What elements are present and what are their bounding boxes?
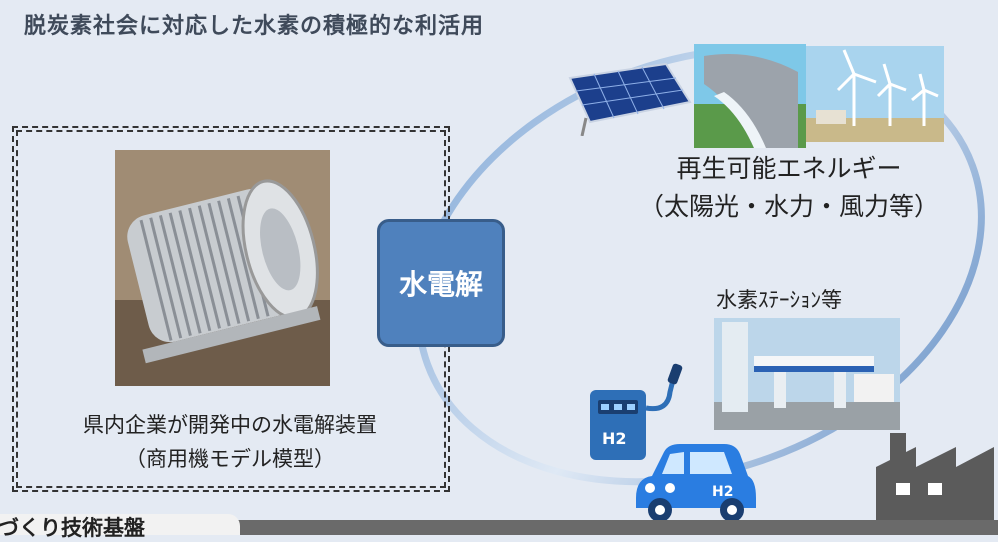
bottom-band [0,520,998,535]
hydrogen-station-photo [714,318,900,430]
renewable-energy-label: 再生可能エネルギー （太陽光・水力・風力等） [604,150,974,226]
device-caption-line2: （商用機モデル模型） [125,447,335,471]
factory-icon [876,433,994,523]
electrolysis-label: 水電解 [398,268,483,301]
page-title: 脱炭素社会に対応した水素の積極的な利活用 [24,14,485,39]
h2-dispenser-icon: H2 [590,363,683,460]
hydrogen-station-label: 水素ｽﾃｰｼｮﾝ等 [716,288,842,312]
wind-turbine-icon [806,46,944,142]
electrolyzer-photo [115,150,330,386]
h2-dispenser-text: H2 [602,429,627,448]
device-caption: 県内企業が開発中の水電解装置 （商用機モデル模型） [18,408,442,476]
solar-panel-icon [568,62,692,136]
renewable-line2: （太陽光・水力・風力等） [638,192,939,221]
renewable-line1: 再生可能エネルギー [676,154,902,183]
electrolysis-box: 水電解 [377,219,505,347]
car-h2-text: H2 [712,484,733,500]
fuel-cell-car-icon: H2 [636,444,756,522]
bottom-section-tab: づくり技術基盤 [0,514,240,540]
bottom-tab-label: づくり技術基盤 [0,516,145,540]
device-caption-line1: 県内企業が開発中の水電解装置 [83,413,377,437]
dam-icon [694,44,806,148]
